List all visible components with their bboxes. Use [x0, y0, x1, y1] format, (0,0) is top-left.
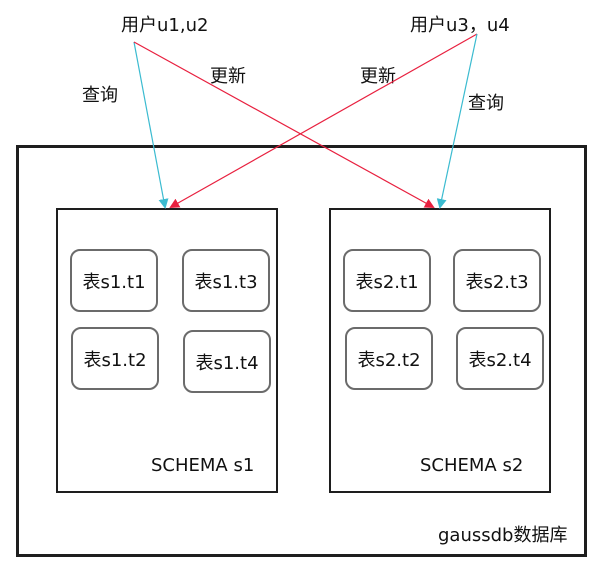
arrow-update-u3u4-to-s1	[169, 33, 478, 208]
database-container	[16, 145, 587, 557]
table-s1-t1[interactable]: 表s1.t1	[70, 249, 158, 312]
arrow-query-u1u2-to-s1	[133, 41, 169, 209]
table-s1-t3[interactable]: 表s1.t3	[182, 249, 270, 312]
edge-label-query-right: 查询	[468, 93, 504, 114]
table-s2-t1[interactable]: 表s2.t1	[343, 249, 431, 312]
schema-s2-container: 表s2.t1 表s2.t3 表s2.t2 表s2.t4 SCHEMA s2	[329, 208, 551, 493]
edge-label-query-left: 查询	[82, 85, 118, 106]
schema-s2-label: SCHEMA s2	[420, 455, 524, 476]
schema-s1-container: 表s1.t1 表s1.t3 表s1.t2 表s1.t4 SCHEMA s1	[56, 208, 278, 493]
table-s2-t4[interactable]: 表s2.t4	[456, 327, 544, 390]
schema-s1-label: SCHEMA s1	[151, 455, 255, 476]
table-s1-t4[interactable]: 表s1.t4	[183, 330, 271, 393]
database-label: gaussdb数据库	[438, 525, 568, 546]
table-s2-t2[interactable]: 表s2.t2	[345, 327, 433, 390]
arrow-update-u1u2-to-s2	[133, 41, 435, 208]
user-group-u1-u2: 用户u1,u2	[121, 15, 209, 36]
table-s1-t2[interactable]: 表s1.t2	[71, 327, 159, 390]
arrow-query-u3u4-to-s2	[436, 33, 478, 209]
table-s2-t3[interactable]: 表s2.t3	[453, 249, 541, 312]
edge-label-update-right: 更新	[360, 66, 396, 87]
user-group-u3-u4: 用户u3，u4	[410, 15, 510, 36]
edge-label-update-left: 更新	[210, 66, 246, 87]
